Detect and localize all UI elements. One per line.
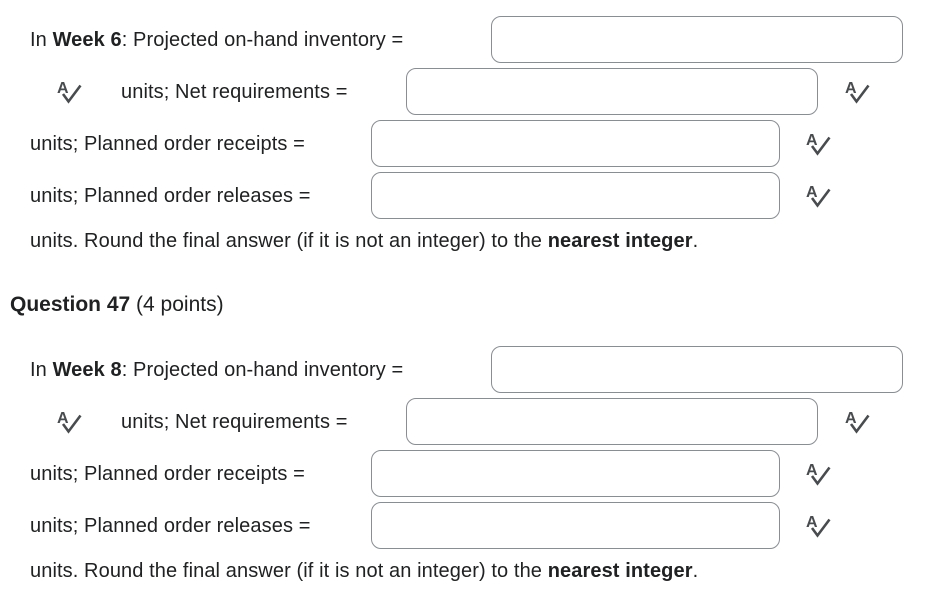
projected-inventory-label: In Week 8: Projected on-hand inventory = [30,346,403,394]
projected-inventory-input[interactable] [491,346,903,393]
week-text: Week 6 [52,29,122,51]
week-text: Week 8 [52,359,122,381]
spellcheck-button[interactable]: A [805,512,831,540]
svg-text:A: A [806,462,818,479]
planned-order-releases-input[interactable] [371,172,780,219]
spellcheck-button[interactable]: A [805,182,831,210]
question-block-week-8: In Week 8: Projected on-hand inventory =… [0,330,935,590]
net-requirements-input[interactable] [406,68,818,115]
spellcheck-icon: A [845,410,870,434]
svg-text:A: A [806,514,818,531]
planned-order-releases-label: units; Planned order releases = [30,515,311,537]
intro-text: In [30,359,47,381]
spellcheck-icon: A [845,80,870,104]
net-requirements-label: units; Net requirements = [121,81,348,103]
planned-order-receipts-label: units; Planned order receipts = [30,133,305,155]
spellcheck-button[interactable]: A [844,408,870,436]
spellcheck-button[interactable]: A [56,78,82,106]
svg-text:A: A [57,80,69,97]
svg-text:A: A [845,80,857,97]
rounding-instruction: units. Round the final answer (if it is … [30,230,699,252]
spellcheck-icon: A [806,462,831,486]
svg-text:A: A [57,410,69,427]
projected-label-text: : Projected on-hand inventory = [121,29,404,51]
spellcheck-button[interactable]: A [805,130,831,158]
projected-inventory-input[interactable] [491,16,903,63]
question-heading: Question 47 (4 points) [10,289,224,321]
projected-inventory-label: In Week 6: Projected on-hand inventory = [30,16,403,64]
intro-text: In [30,29,47,51]
planned-order-receipts-input[interactable] [371,120,780,167]
question-block-week-6: In Week 6: Projected on-hand inventory =… [0,0,935,262]
spellcheck-button[interactable]: A [844,78,870,106]
spellcheck-icon: A [806,514,831,538]
svg-text:A: A [806,132,818,149]
spellcheck-button[interactable]: A [805,460,831,488]
spellcheck-icon: A [806,184,831,208]
svg-text:A: A [845,410,857,427]
spellcheck-icon: A [806,132,831,156]
planned-order-receipts-input[interactable] [371,450,780,497]
spellcheck-icon: A [57,80,82,104]
rounding-instruction: units. Round the final answer (if it is … [30,560,699,582]
planned-order-receipts-label: units; Planned order receipts = [30,463,305,485]
question-number: Question 47 [10,293,131,316]
question-points: (4 points) [136,293,224,316]
net-requirements-label: units; Net requirements = [121,411,348,433]
planned-order-releases-input[interactable] [371,502,780,549]
spellcheck-icon: A [57,410,82,434]
projected-label-text: : Projected on-hand inventory = [121,359,404,381]
net-requirements-input[interactable] [406,398,818,445]
svg-text:A: A [806,184,818,201]
spellcheck-button[interactable]: A [56,408,82,436]
planned-order-releases-label: units; Planned order releases = [30,185,311,207]
